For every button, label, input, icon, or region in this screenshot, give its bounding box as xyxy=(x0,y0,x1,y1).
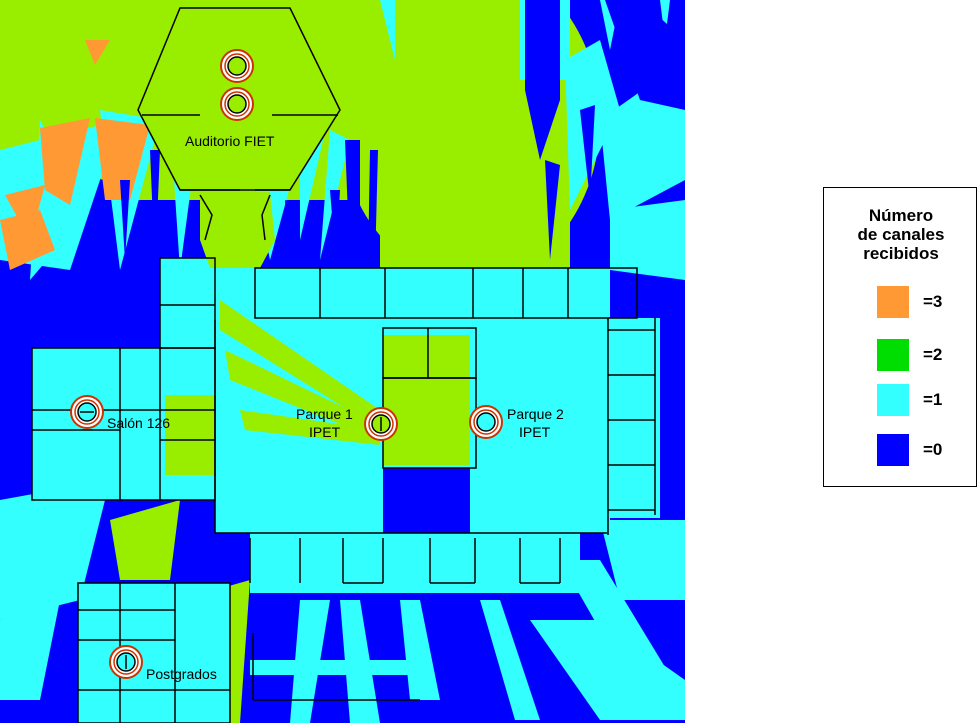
legend-title-line1: Número xyxy=(868,206,934,225)
legend-label-one: =1 xyxy=(923,390,943,409)
legend-swatch-green xyxy=(877,339,909,371)
legend: Número de canales recibidos =3 =2 =1 =0 xyxy=(823,187,977,487)
antennas xyxy=(70,49,503,679)
building-walls xyxy=(31,114,656,723)
legend-swatch-blue xyxy=(877,434,909,466)
antenna-salon xyxy=(70,395,104,429)
label-salon: Salón 126 xyxy=(107,415,170,431)
auditorio-corridor xyxy=(200,192,275,268)
legend-item-one: =1 xyxy=(877,384,977,416)
antenna-parque1 xyxy=(364,407,398,441)
legend-label-two: =2 xyxy=(923,345,943,364)
building-postgrados xyxy=(78,583,230,723)
antenna-parque2 xyxy=(469,405,503,439)
map-labels: Auditorio FIET Salón 126 Parque 1 IPET P… xyxy=(107,133,564,682)
legend-item-zero: =0 xyxy=(877,434,977,466)
label-parque1-line2: IPET xyxy=(309,424,341,440)
label-parque2-line1: Parque 2 xyxy=(507,406,564,422)
coverage-lower-regions xyxy=(180,520,685,723)
building-central xyxy=(215,268,660,533)
label-parque1-line1: Parque 1 xyxy=(296,406,353,422)
legend-swatch-cyan xyxy=(877,384,909,416)
antenna-auditorio-1 xyxy=(220,49,254,83)
legend-item-three: =3 xyxy=(877,286,977,318)
legend-title-line2: de canales xyxy=(857,225,945,244)
label-auditorio: Auditorio FIET xyxy=(185,133,275,149)
legend-swatch-orange xyxy=(877,286,909,318)
label-postgrados: Postgrados xyxy=(146,666,217,682)
legend-title: Número de canales recibidos xyxy=(824,206,977,263)
legend-label-zero: =0 xyxy=(923,440,943,459)
legend-label-three: =3 xyxy=(923,292,943,311)
antenna-auditorio-2 xyxy=(220,87,254,121)
coverage-map: Auditorio FIET Salón 126 Parque 1 IPET P… xyxy=(0,0,685,723)
legend-item-two: =2 xyxy=(877,339,977,371)
building-left xyxy=(0,258,215,700)
antenna-postgrados xyxy=(109,645,143,679)
label-parque2-line2: IPET xyxy=(519,424,551,440)
legend-title-line3: recibidos xyxy=(863,244,939,263)
